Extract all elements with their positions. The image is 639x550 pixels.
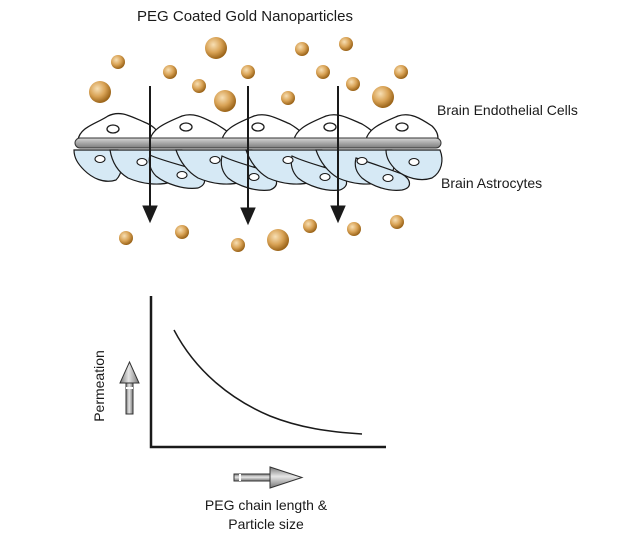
cell-nucleus	[209, 155, 221, 165]
graph-xlabel-line1: PEG chain length &	[205, 497, 328, 513]
title-text: PEG Coated Gold Nanoparticles	[137, 8, 353, 25]
nanoparticle	[214, 90, 236, 112]
cell-nucleus	[408, 157, 420, 167]
basement-membrane	[74, 137, 442, 149]
nanoparticle	[89, 81, 111, 103]
transport-arrowhead	[330, 205, 346, 224]
nanoparticle	[281, 91, 295, 105]
cell-nucleus	[323, 122, 337, 132]
nanoparticle	[267, 229, 289, 251]
astrocyte-cell	[354, 157, 411, 191]
astrocyte-nuclei	[94, 154, 420, 183]
astrocyte-label: Brain Astrocytes	[441, 175, 542, 191]
cell-nucleus	[356, 156, 368, 166]
graph-axes	[149, 296, 386, 449]
cell-nucleus	[179, 122, 193, 132]
endothelial-cell-layer	[77, 112, 439, 141]
nanoparticle	[111, 55, 125, 69]
transport-arrows	[142, 86, 346, 226]
transport-arrowhead	[240, 207, 256, 226]
graph-xlabel-line2: Particle size	[228, 516, 304, 532]
increase-right-arrow	[233, 466, 304, 489]
cell-nucleus	[282, 155, 294, 165]
graph-ylabel: Permeation	[91, 350, 107, 422]
nanoparticles-below	[119, 215, 404, 252]
cell-nucleus	[94, 154, 106, 164]
cell-nucleus	[176, 170, 188, 180]
permeation-curve	[173, 329, 363, 435]
endothelial-cell	[77, 112, 161, 141]
trend-graph: Permeation PEG chain length & Particle s…	[91, 296, 386, 532]
nanoparticle	[394, 65, 408, 79]
nanoparticle	[372, 86, 394, 108]
nanoparticle	[163, 65, 177, 79]
cell-nucleus	[136, 157, 148, 167]
cell-nucleus	[248, 172, 260, 182]
cell-nucleus	[106, 124, 120, 134]
nanoparticle	[339, 37, 353, 51]
nanoparticle	[119, 231, 133, 245]
astrocyte-layer	[73, 149, 443, 191]
nanoparticle	[390, 215, 404, 229]
nanoparticle	[316, 65, 330, 79]
astrocyte-cell	[148, 154, 206, 189]
nanoparticle	[205, 37, 227, 59]
nanoparticle	[346, 77, 360, 91]
transport-arrowhead	[142, 205, 158, 224]
cell-nucleus	[382, 173, 394, 183]
nanoparticle	[347, 222, 361, 236]
nanoparticle	[295, 42, 309, 56]
nanoparticle	[192, 79, 206, 93]
astrocyte-cell	[290, 155, 348, 191]
nanoparticle	[175, 225, 189, 239]
nanoparticle	[303, 219, 317, 233]
cell-nucleus	[319, 172, 331, 182]
nanoparticle	[241, 65, 255, 79]
nanoparticles-above	[89, 37, 408, 112]
increase-up-arrow	[119, 360, 140, 415]
cell-nucleus	[395, 122, 409, 132]
endothelial-label: Brain Endothelial Cells	[437, 102, 578, 118]
cell-nucleus	[251, 122, 265, 132]
nanoparticle	[231, 238, 245, 252]
